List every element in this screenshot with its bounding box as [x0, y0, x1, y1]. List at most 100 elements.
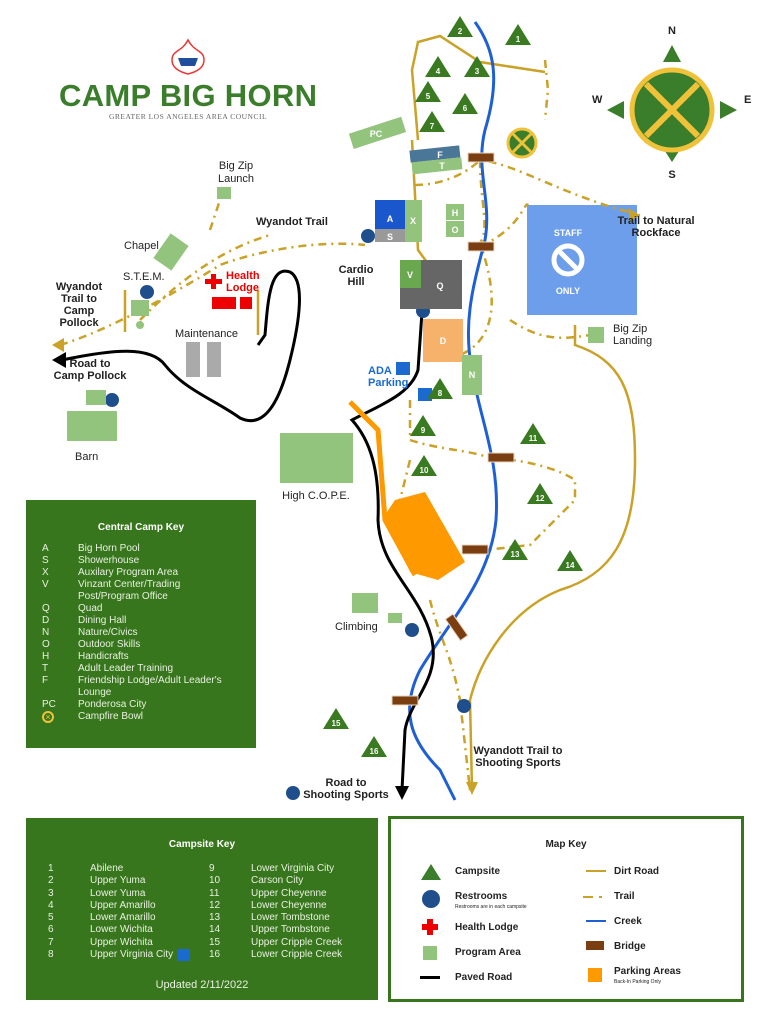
campsite-icon — [427, 378, 453, 399]
bridge-icon — [391, 695, 419, 706]
campsite-number: 13 — [511, 550, 520, 559]
key-code: × — [26, 711, 78, 724]
campsite-marker: 11 — [520, 423, 546, 444]
campsite-icon — [415, 81, 441, 102]
campsite-key-row: 9 Lower Virginia City — [209, 863, 342, 875]
svg-text:STAFF: STAFF — [554, 228, 583, 238]
campsite-number: 2 — [458, 27, 463, 36]
legend-paved: Paved Road — [455, 972, 513, 983]
key-code: X — [42, 567, 49, 578]
ponderosa-city — [348, 116, 407, 149]
map-key: Map Key Campsite Restrooms Restrooms are… — [388, 816, 744, 1002]
campsite-num: 1 — [48, 863, 54, 874]
label-cardio-hill: Hill — [347, 276, 364, 288]
label-pc: PC — [370, 129, 383, 139]
big-zip-launch — [217, 187, 231, 199]
campsite-num: 2 — [48, 875, 54, 887]
building-d — [423, 319, 463, 362]
campsite-name: Abilene — [90, 863, 124, 874]
campsite-number: 4 — [436, 67, 441, 76]
campsite-num: 3 — [48, 887, 54, 899]
key-name: Vinzant Center/Trading Post/Program Offi… — [78, 579, 181, 602]
campsite-marker: 2 — [447, 16, 473, 37]
campsite-icon — [557, 550, 583, 571]
label-big-zip-launch: Big Zip — [219, 160, 253, 172]
restroom-icon — [422, 890, 440, 908]
label-s: S — [387, 232, 393, 242]
label-wyandott-shooting: Wyandott Trail to — [473, 745, 562, 757]
campsite-name: Lower Yuma — [90, 887, 146, 899]
label-t: T — [439, 161, 445, 171]
creek — [408, 21, 499, 801]
trail-swatch — [583, 896, 593, 898]
label-wyandott-shooting: Shooting Sports — [475, 757, 561, 769]
campsite-icon — [425, 56, 451, 77]
campsite-number: 7 — [430, 122, 435, 131]
campsite-name: Upper Wichita — [90, 936, 153, 948]
label-health-lodge: Health — [226, 270, 260, 282]
parking-swatch — [588, 968, 602, 982]
key-code: O — [42, 639, 50, 650]
campsite-num: 9 — [209, 863, 215, 874]
key-name: Ponderosa City — [78, 699, 147, 710]
campsite-number: 8 — [438, 389, 443, 398]
label-wyandot-camp: Camp — [64, 305, 95, 317]
legend-restrooms-note: Restrooms are in each campsite — [455, 904, 527, 910]
campsite-icon — [447, 16, 473, 37]
campsite-icon — [464, 56, 490, 77]
campsite-key-row: 1 Abilene — [48, 863, 190, 875]
label-stem: S.T.E.M. — [123, 271, 165, 283]
label-n: N — [469, 370, 476, 380]
campsite-num: 4 — [48, 899, 54, 911]
campsite-marker: 15 — [323, 708, 349, 729]
trail-arrow-icon — [466, 782, 478, 795]
council-subtitle: GREATER LOS ANGELES AREA COUNCIL — [109, 112, 267, 121]
campsite-name: Lower Virginia City — [251, 863, 335, 874]
trail-arrow-icon — [628, 208, 640, 222]
bridge-icon — [444, 613, 469, 642]
building-f — [409, 145, 461, 163]
label-barn: Barn — [75, 451, 98, 463]
central-key-title: Central Camp Key — [97, 522, 185, 533]
building-x — [405, 200, 422, 242]
legend-program: Program Area — [455, 947, 521, 958]
campsite-number: 10 — [420, 466, 429, 475]
label-road-shooting: Road to — [326, 777, 367, 789]
no-entry-icon — [551, 243, 585, 277]
label-big-zip-launch: Launch — [218, 173, 254, 185]
campsite-icon — [410, 415, 436, 436]
label-wyandot-camp: Wyandot — [56, 281, 103, 293]
legend-restrooms: Restrooms — [455, 891, 508, 902]
campsite-icon — [520, 423, 546, 444]
label-x: X — [410, 216, 416, 226]
campsite-name: Upper Amarillo — [90, 899, 156, 911]
campsite-name: Upper Cripple Creek — [251, 936, 343, 948]
campsite-num: 12 — [209, 899, 221, 911]
campsite-marker: 14 — [557, 550, 583, 571]
building-h — [446, 204, 464, 220]
campsite-num: 14 — [209, 924, 221, 936]
campsite-marker: 4 — [425, 56, 451, 77]
key-name: Adult Leader Training — [78, 663, 174, 674]
campsite-number: 16 — [370, 747, 379, 756]
campsite-marker: 12 — [527, 483, 553, 504]
program-area-swatch — [423, 946, 437, 960]
compass-n: N — [668, 25, 676, 37]
label-a: A — [387, 214, 394, 224]
label-v: V — [407, 270, 413, 280]
bridge-icon — [461, 544, 489, 555]
label-zip-landing: Big Zip — [613, 323, 647, 335]
label-trail-rockface: Trail to Natural — [617, 215, 694, 227]
key-code: H — [42, 651, 50, 662]
label-o: O — [451, 225, 458, 235]
